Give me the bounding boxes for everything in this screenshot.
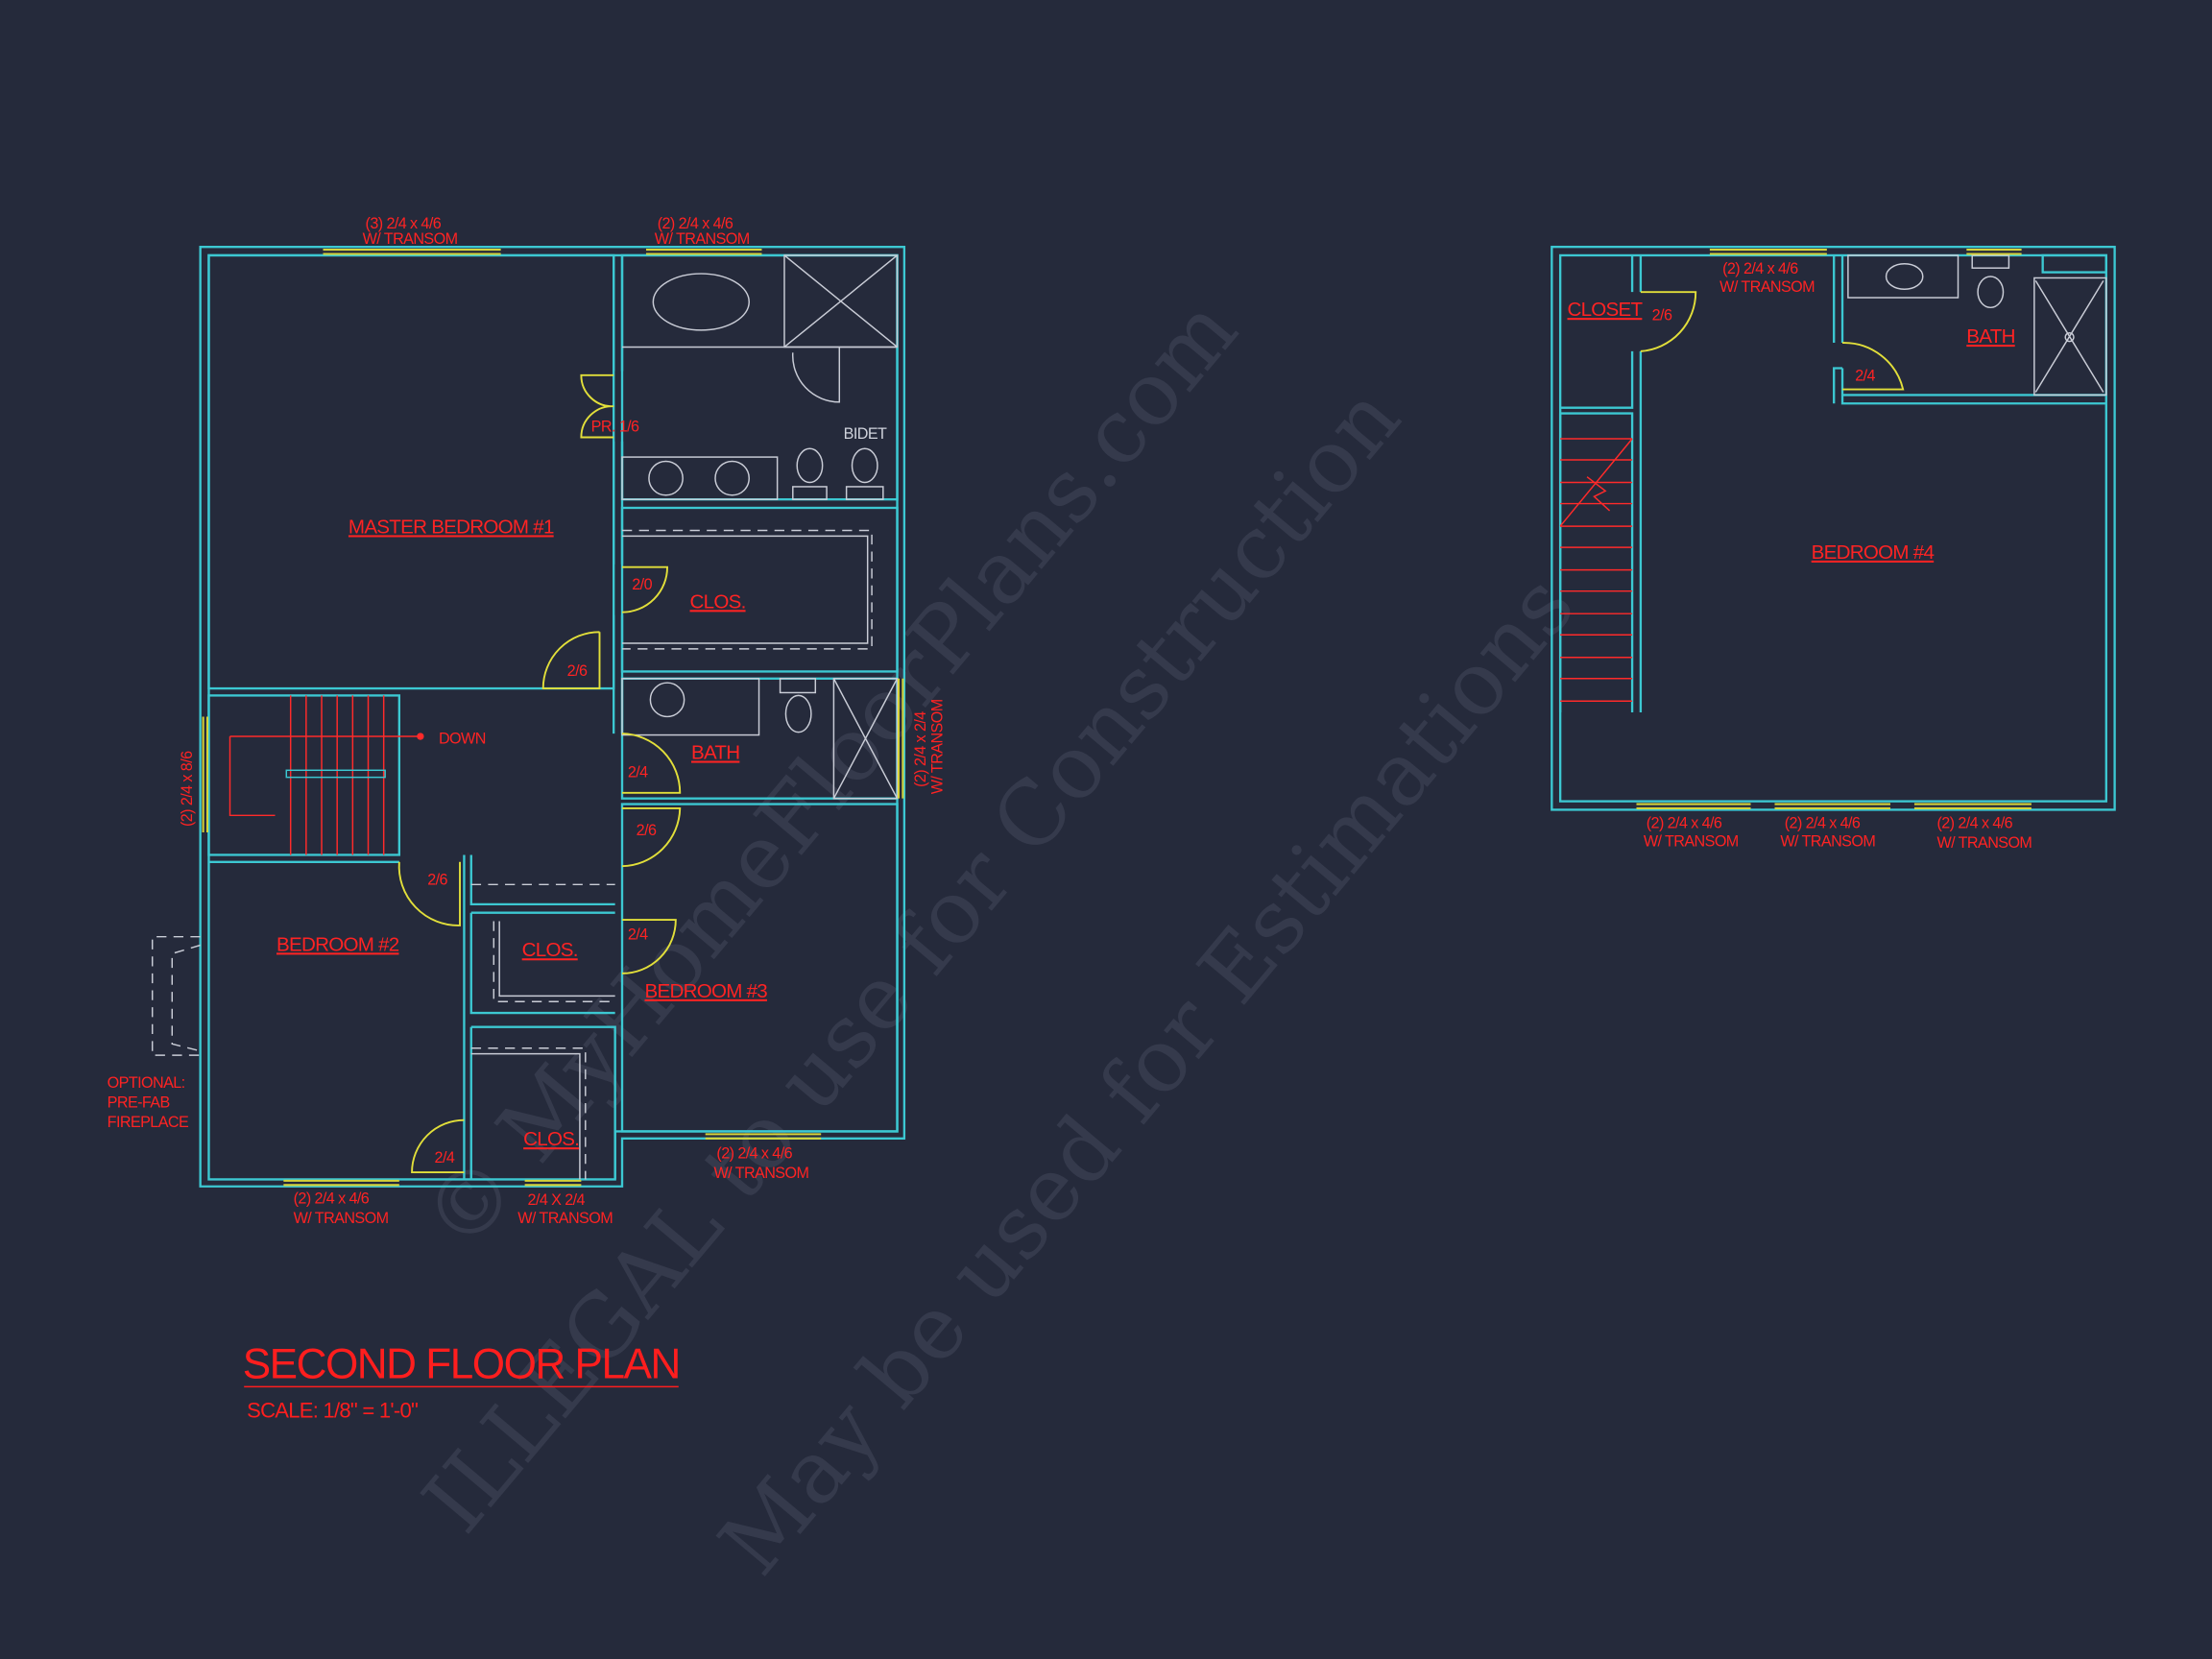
toilet — [796, 447, 824, 484]
fireplace-outline — [151, 935, 201, 1056]
room-label-bedroom-4: BEDROOM #4 — [1812, 541, 1935, 564]
window-label: (2) 2/4 x 4/6 — [1785, 815, 1861, 832]
master-closet — [620, 506, 899, 673]
staircase: DOWN — [228, 695, 486, 855]
room-label-bedroom-2: BEDROOM #2 — [276, 933, 399, 955]
vanity — [621, 678, 760, 736]
room-label-master-bedroom: MASTER BEDROOM #1 — [349, 516, 554, 538]
toilet — [1977, 276, 2005, 309]
plan-title: SECOND FLOOR PLAN — [243, 1341, 680, 1388]
room-label-bedroom-3: BEDROOM #3 — [645, 980, 768, 1002]
window-label: W/ TRANSOM — [517, 1210, 613, 1227]
door-label: 2/0 — [632, 576, 652, 593]
window-label: (2) 2/4 x 2/4 — [912, 711, 929, 787]
plan-scale: SCALE: 1/8" = 1'-0" — [247, 1399, 418, 1423]
stair-hall — [207, 694, 401, 856]
exterior-wall — [1551, 245, 2116, 811]
shower — [832, 678, 899, 800]
window-label: W/ TRANSOM — [929, 699, 947, 794]
watermark: © MyHomeFloorPlans.com ILLEGAL to use fo… — [404, 279, 1595, 1593]
master-bath — [620, 253, 899, 501]
window-label: (2) 2/4 x 4/6 — [658, 215, 733, 232]
window-label: W/ TRANSOM — [1719, 278, 1815, 296]
windows — [1636, 249, 2032, 809]
window-label: (2) 2/4 x 4/6 — [716, 1144, 792, 1162]
sink — [648, 460, 684, 496]
window-label: 2/4 X 2/4 — [528, 1191, 586, 1209]
master-bedroom — [207, 253, 615, 690]
main-floor-plan: BIDET DOWN — [108, 215, 947, 1227]
fireplace-note: PRE-FAB — [108, 1094, 170, 1111]
window-label: (2) 2/4 x 8/6 — [179, 751, 196, 827]
door-label: 2/6 — [637, 822, 657, 839]
room-label-master-closet: CLOS. — [690, 590, 746, 613]
door-label: 2/6 — [427, 871, 447, 888]
window-label: (2) 2/4 x 4/6 — [1647, 815, 1722, 832]
door-label: 2/4 — [1855, 368, 1875, 385]
door-label: 2/6 — [1652, 307, 1672, 325]
window-label: (2) 2/4 x 4/6 — [1722, 260, 1798, 277]
room-label-closet: CLOSET — [1567, 299, 1643, 321]
fireplace-note: OPTIONAL: — [108, 1074, 185, 1092]
bidet — [851, 447, 878, 484]
doors — [1640, 291, 1905, 391]
room-label-closet: CLOS. — [523, 1128, 579, 1150]
bathtub — [1885, 263, 1924, 290]
door-label: PR. 1/6 — [591, 419, 639, 436]
window-label: (2) 2/4 x 4/6 — [1936, 815, 2012, 832]
door-label: 2/4 — [435, 1149, 455, 1166]
room-label-bath: BATH — [1966, 325, 2014, 348]
window-label: (3) 2/4 x 4/6 — [366, 215, 442, 232]
window-label: W/ TRANSOM — [363, 230, 458, 248]
door-label: 2/4 — [628, 764, 648, 781]
sink — [649, 682, 685, 718]
windows — [202, 249, 904, 1187]
sink — [714, 460, 750, 496]
doors — [397, 373, 682, 1174]
bidet-label: BIDET — [844, 425, 887, 443]
window-label: (2) 2/4 x 4/6 — [294, 1190, 370, 1207]
room-label-bath: BATH — [691, 742, 739, 764]
vanity — [621, 456, 779, 500]
title-block: SECOND FLOOR PLAN SCALE: 1/8" = 1'-0" — [243, 1341, 682, 1423]
staircase — [1559, 438, 1633, 703]
window-label: W/ TRANSOM — [1936, 834, 2032, 852]
room-label-closet: CLOS. — [522, 939, 578, 961]
stair-down-label: DOWN — [439, 730, 486, 747]
window-label: W/ TRANSOM — [714, 1165, 809, 1182]
window-label: W/ TRANSOM — [655, 230, 750, 248]
toilet — [784, 694, 812, 733]
bathtub — [652, 273, 750, 331]
door-label: 2/6 — [567, 662, 588, 680]
window-label: W/ TRANSOM — [1644, 833, 1739, 851]
window-label: W/ TRANSOM — [1780, 833, 1875, 851]
window-label: W/ TRANSOM — [294, 1210, 389, 1227]
bonus-floor-plan: CLOSET BATH BEDROOM #4 2/6 2/4 (2) 2/4 x… — [1551, 245, 2116, 852]
door-label: 2/4 — [628, 926, 648, 944]
bedroom-3 — [620, 803, 899, 1133]
exterior-wall — [199, 245, 906, 1188]
fireplace-note: FIREPLACE — [108, 1114, 189, 1131]
